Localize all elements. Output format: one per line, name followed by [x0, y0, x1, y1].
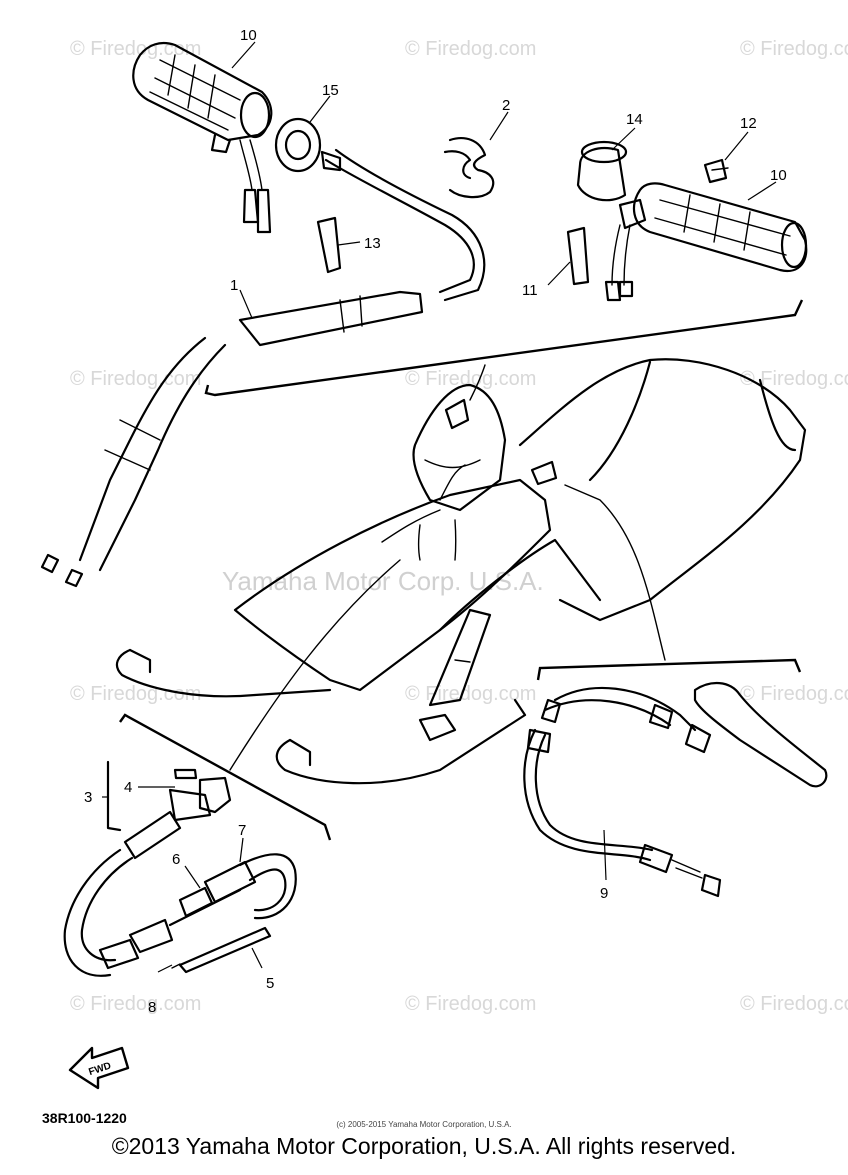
callout-2: 2	[502, 97, 510, 114]
callout-11: 11	[522, 282, 538, 299]
choke-assembly	[63, 760, 232, 977]
callout-15: 15	[322, 82, 339, 99]
callout-3: 3	[84, 789, 92, 806]
watermark: © Firedog.com	[405, 38, 536, 60]
copyright-footer: ©2013 Yamaha Motor Corporation, U.S.A. A…	[111, 1133, 737, 1159]
copyright-small: (c) 2005-2015 Yamaha Motor Corporation, …	[336, 1120, 512, 1129]
snowmobile-body	[115, 358, 807, 785]
strap-right	[566, 226, 590, 286]
ring	[274, 117, 322, 173]
watermark: © Firedog.com	[70, 683, 201, 705]
watermark: © Firedog.com	[740, 368, 848, 390]
grip-left	[132, 41, 273, 234]
callout-7: 7	[238, 822, 246, 839]
callout-10-left: 10	[240, 27, 257, 44]
watermark: © Firedog.com	[70, 993, 201, 1015]
watermark: © Firedog.com	[405, 368, 536, 390]
clip	[443, 137, 495, 199]
watermark: © Firedog.com	[740, 993, 848, 1015]
leader-lines	[102, 41, 777, 973]
strap-left	[316, 216, 342, 274]
callout-1: 1	[230, 277, 238, 294]
callout-14: 14	[626, 111, 643, 128]
drawing-code: 38R100-1220	[42, 1110, 127, 1126]
throttle-cable	[40, 148, 486, 588]
watermarks: © Firedog.com © Firedog.com © Firedog.co…	[70, 38, 848, 1015]
front-marker: FWD	[68, 1046, 130, 1090]
callout-4: 4	[124, 779, 132, 796]
callout-13: 13	[364, 235, 381, 252]
callout-5: 5	[266, 975, 274, 992]
callout-9: 9	[600, 885, 608, 902]
ring-right	[576, 140, 628, 202]
watermark: © Firedog.com	[740, 38, 848, 60]
grip-right	[604, 182, 808, 302]
callout-6: 6	[172, 851, 180, 868]
callout-8: 8	[148, 999, 156, 1016]
starter-cable	[168, 853, 297, 974]
callout-12: 12	[740, 115, 757, 132]
watermark: © Firedog.com	[405, 993, 536, 1015]
bolt	[703, 158, 729, 184]
watermark: © Firedog.com	[740, 683, 848, 705]
callout-10-right: 10	[770, 167, 787, 184]
brake-assembly	[523, 682, 828, 898]
callout-labels: 10 15 2 14 12 10 13 11 1 3 4 7 6 5 8 9	[84, 27, 787, 1016]
watermark: © Firedog.com	[70, 368, 201, 390]
group-brackets	[119, 299, 804, 841]
